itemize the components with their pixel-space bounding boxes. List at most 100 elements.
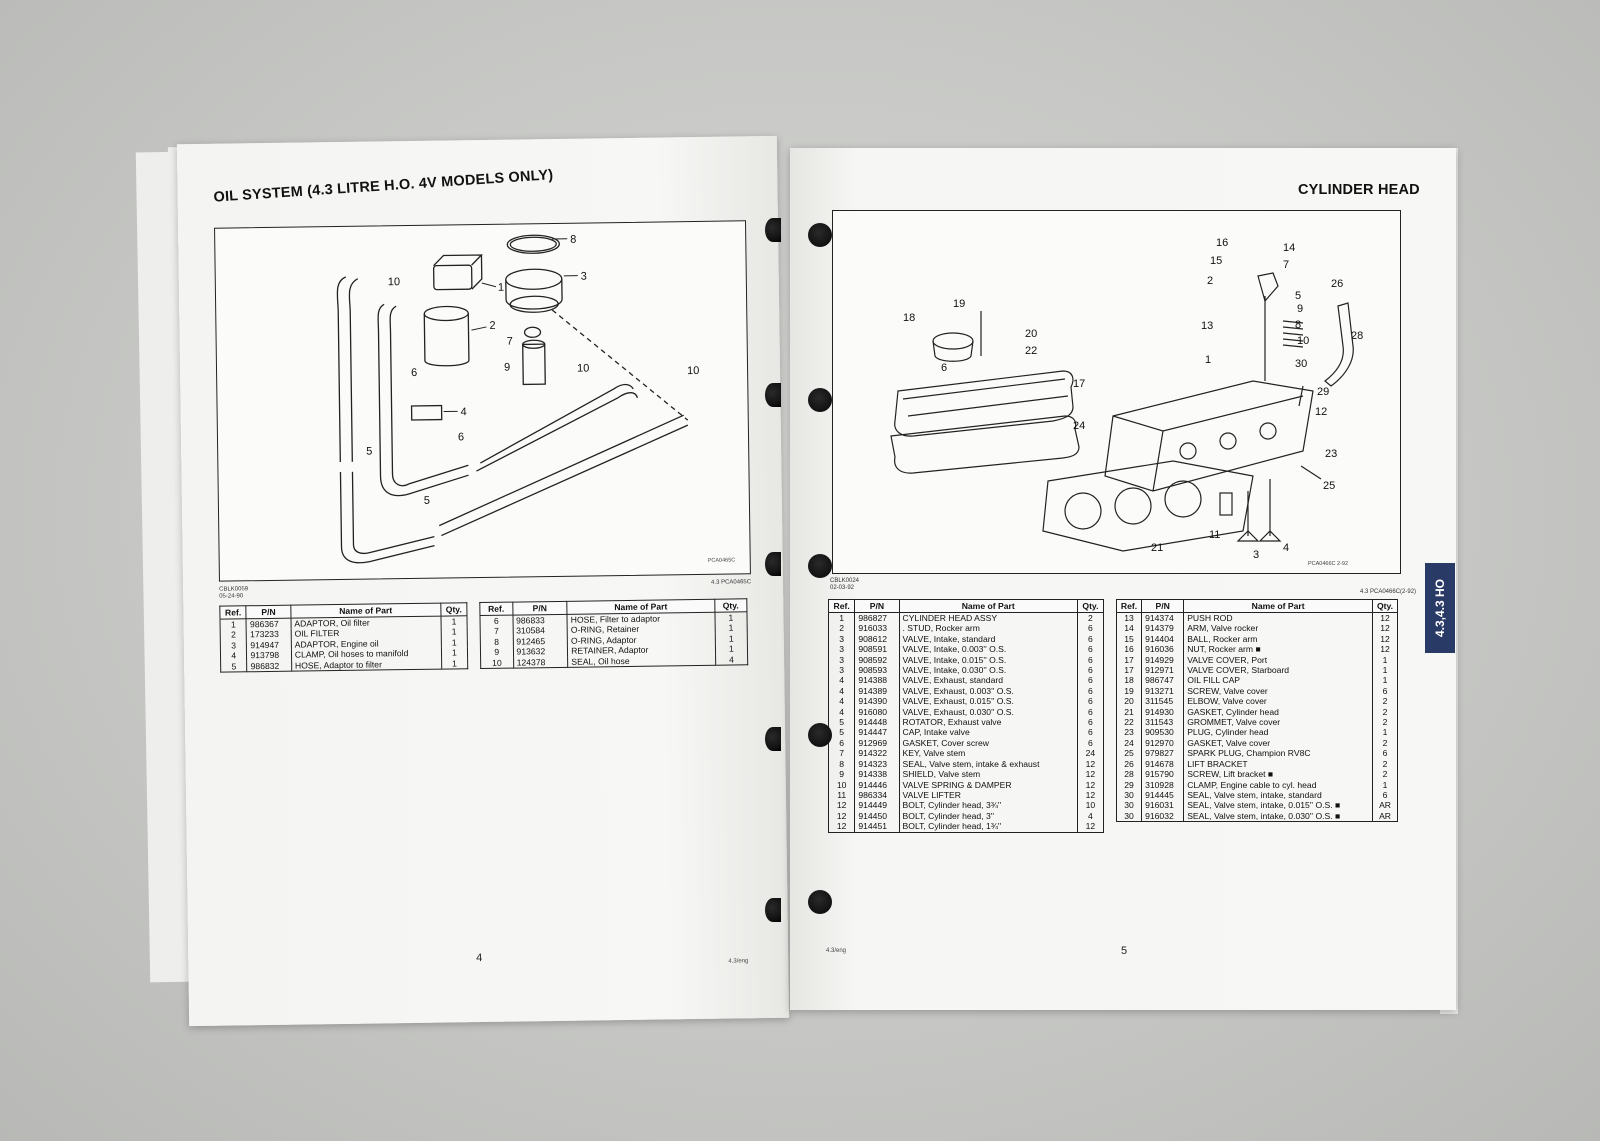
binder-hole-left-3 bbox=[765, 552, 781, 576]
cell-ref: 13 bbox=[1115, 612, 1143, 624]
cell-qty: 6 bbox=[1076, 737, 1105, 749]
cell-pn: 986832 bbox=[247, 660, 292, 672]
cell-ref: 4 bbox=[827, 675, 856, 686]
right-page-number: 5 bbox=[1121, 945, 1128, 957]
cell-pn: 914445 bbox=[1141, 789, 1185, 801]
cell-qty: 1 bbox=[441, 657, 468, 670]
cell-qty: 12 bbox=[1076, 758, 1105, 770]
callout-24: 24 bbox=[1073, 420, 1085, 432]
callout-30: 30 bbox=[1295, 358, 1307, 370]
cell-ref: 16 bbox=[1115, 644, 1143, 655]
cell-name: VALVE, Intake, 0.015'' O.S. bbox=[898, 654, 1078, 666]
callout-10a: 10 bbox=[388, 276, 400, 288]
cell-name: PLUG, Cylinder head bbox=[1183, 727, 1374, 738]
callout-12: 12 bbox=[1315, 406, 1327, 418]
cell-qty: 6 bbox=[1372, 748, 1398, 759]
cell-qty: 4 bbox=[1076, 810, 1105, 822]
callout-2: 2 bbox=[1207, 275, 1213, 287]
cell-ref: 30 bbox=[1115, 810, 1143, 823]
cell-qty: 6 bbox=[1076, 717, 1105, 728]
cell-pn: 311543 bbox=[1141, 717, 1185, 728]
table-header-qty: Qty. bbox=[1372, 599, 1398, 613]
cell-pn: 916036 bbox=[1141, 644, 1185, 655]
cell-pn: 124378 bbox=[513, 656, 568, 669]
cell-pn: 913271 bbox=[1141, 685, 1185, 697]
cell-ref: 25 bbox=[1115, 748, 1143, 759]
cell-name: CAP, Intake valve bbox=[898, 727, 1078, 738]
callout-15: 15 bbox=[1210, 255, 1222, 267]
cell-qty: 2 bbox=[1372, 737, 1398, 749]
binder-hole-left-4 bbox=[765, 727, 781, 751]
cell-pn: 914379 bbox=[1141, 623, 1185, 634]
callout-23: 23 bbox=[1325, 448, 1337, 460]
table-header-qty: Qty. bbox=[440, 602, 467, 617]
cell-name: VALVE LIFTER bbox=[898, 789, 1078, 801]
cell-ref: 12 bbox=[827, 800, 856, 811]
cell-qty: 6 bbox=[1076, 675, 1105, 686]
cell-ref: 1 bbox=[827, 612, 856, 624]
cell-ref: 22 bbox=[1115, 717, 1143, 728]
callout-7: 7 bbox=[507, 336, 513, 348]
cell-pn: 912971 bbox=[1141, 665, 1185, 676]
table-header-pn: P/N bbox=[512, 601, 568, 616]
cell-ref: 3 bbox=[827, 654, 856, 666]
table-header-name: Name of Part bbox=[1183, 599, 1374, 613]
cell-pn: 916032 bbox=[1141, 810, 1185, 823]
cell-ref: 23 bbox=[1115, 727, 1143, 738]
cell-ref: 11 bbox=[827, 789, 856, 801]
right-page: CYLINDER HEAD bbox=[790, 148, 1456, 1010]
cell-qty: 2 bbox=[1372, 769, 1398, 780]
callout-22: 22 bbox=[1025, 345, 1037, 357]
callout-28: 28 bbox=[1351, 330, 1363, 342]
section-side-tab[interactable]: 4.3,4.3 HO bbox=[1425, 563, 1455, 653]
cell-ref: 4 bbox=[827, 696, 856, 707]
cell-qty: 10 bbox=[1076, 800, 1105, 811]
cell-ref: 19 bbox=[1115, 685, 1143, 697]
cell-name: VALVE, Exhaust, 0.030'' O.S. bbox=[898, 706, 1078, 718]
cell-qty: 6 bbox=[1076, 727, 1105, 738]
callout-10b: 10 bbox=[577, 362, 589, 374]
cell-pn: 909530 bbox=[1141, 727, 1185, 738]
cell-name: SHIELD, Valve stem bbox=[898, 769, 1078, 780]
cell-ref: 20 bbox=[1115, 696, 1143, 707]
cell-name: VALVE COVER, Starboard bbox=[1183, 665, 1374, 676]
cell-ref: 8 bbox=[827, 758, 856, 770]
callout-7: 7 bbox=[1283, 259, 1289, 271]
left-ref-code: CBLK0059 05-24-90 bbox=[219, 586, 249, 600]
cell-name: SEAL, Valve stem, intake, 0.030'' O.S. ■ bbox=[1183, 810, 1374, 823]
cyl-diagram-code: PCA0466C 2-92 bbox=[1308, 561, 1348, 567]
cell-name: SEAL, Valve stem, intake & exhaust bbox=[898, 758, 1078, 770]
cell-name: ARM, Valve rocker bbox=[1183, 623, 1374, 634]
cell-pn: 914322 bbox=[854, 748, 900, 759]
cell-qty: 12 bbox=[1076, 779, 1105, 790]
callout-14: 14 bbox=[1283, 242, 1295, 254]
cell-name: ELBOW, Valve cover bbox=[1183, 696, 1374, 707]
cell-ref: 5 bbox=[827, 717, 856, 728]
cell-qty: 12 bbox=[1372, 644, 1398, 655]
cell-name: SEAL, Valve stem, intake, 0.015'' O.S. ■ bbox=[1183, 800, 1374, 811]
cell-ref: 2 bbox=[827, 623, 856, 634]
cell-pn: 914929 bbox=[1141, 654, 1185, 666]
cell-ref: 28 bbox=[1115, 769, 1143, 780]
cell-pn: 986334 bbox=[854, 789, 900, 801]
cell-pn: 914374 bbox=[1141, 612, 1185, 624]
table-header-ref: Ref. bbox=[1115, 599, 1143, 613]
cell-name: VALVE, Intake, 0.003'' O.S. bbox=[898, 644, 1078, 655]
